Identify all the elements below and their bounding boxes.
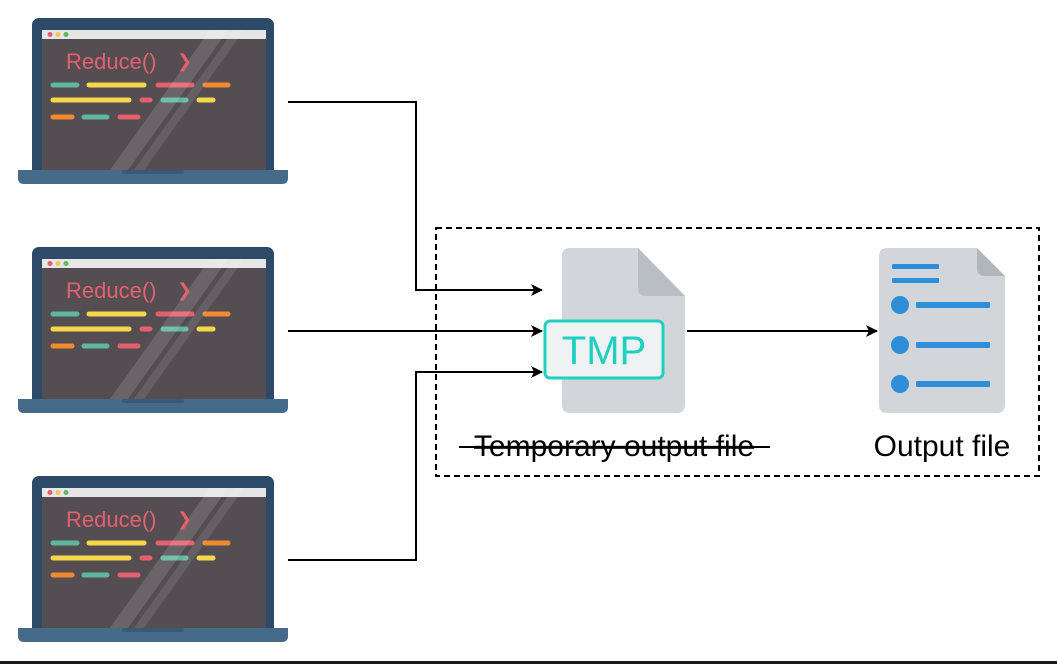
tmp-badge-label: TMP bbox=[562, 329, 646, 373]
output-document-icon bbox=[879, 248, 1005, 413]
reduce-code-label: Reduce() bbox=[66, 507, 156, 532]
bottom-border bbox=[0, 661, 1057, 664]
output-file-label: Output file bbox=[874, 430, 1011, 463]
tmp-document-icon: TMP bbox=[543, 248, 685, 413]
chevron-icon: ❯ bbox=[177, 509, 192, 530]
tmp-badge bbox=[543, 319, 665, 380]
chevron-icon: ❯ bbox=[177, 280, 192, 301]
laptop-reducer-2: Reduce() ❯ bbox=[18, 247, 288, 413]
arrow-laptop3-to-tmp bbox=[288, 366, 543, 561]
output-stage-container bbox=[435, 227, 1040, 477]
reduce-code-label: Reduce() bbox=[66, 278, 156, 303]
reduce-code-label: Reduce() bbox=[66, 49, 156, 74]
arrow-laptop1-to-tmp bbox=[288, 101, 543, 296]
laptop-icon bbox=[18, 476, 288, 642]
laptop-reducer-3: Reduce() ❯ bbox=[18, 476, 288, 642]
laptop-icon bbox=[18, 247, 288, 413]
chevron-icon: ❯ bbox=[177, 51, 192, 72]
laptop-icon bbox=[18, 18, 288, 184]
laptop-reducer-1: Reduce() ❯ bbox=[18, 18, 288, 184]
